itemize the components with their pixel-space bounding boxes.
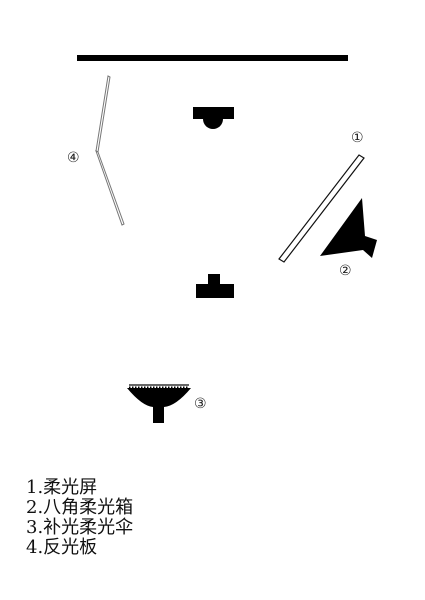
marker-reflector: ④ xyxy=(67,150,80,166)
marker-diffuser-screen: ① xyxy=(351,130,364,146)
legend-item-octabox: 2.八角柔光箱 xyxy=(26,497,134,518)
legend-item-diffuser-screen: 1.柔光屏 xyxy=(26,477,98,498)
legend-item-reflector: 4.反光板 xyxy=(26,537,98,558)
diffuser-screen xyxy=(278,154,365,263)
marker-fill-umbrella: ③ xyxy=(194,396,207,412)
backdrop-bar xyxy=(77,55,348,61)
legend-item-fill-umbrella: 3.补光柔光伞 xyxy=(26,517,134,538)
subject-figure xyxy=(193,107,234,129)
camera xyxy=(196,274,234,298)
marker-octabox: ② xyxy=(339,263,352,279)
fill-umbrella xyxy=(127,384,191,423)
octabox xyxy=(320,198,377,258)
legend: 1.柔光屏 2.八角柔光箱 3.补光柔光伞 4.反光板 xyxy=(26,478,133,558)
reflector xyxy=(95,75,125,226)
